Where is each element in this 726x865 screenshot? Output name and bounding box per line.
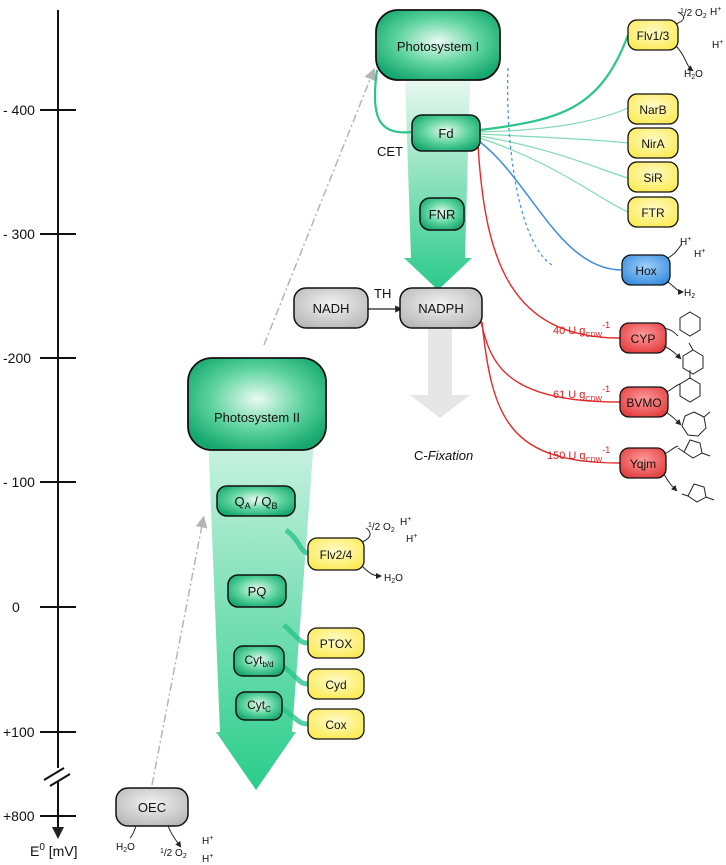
svg-text:PTOX: PTOX — [320, 637, 352, 651]
axis-tick-label: +100 — [3, 724, 35, 740]
cytc-box: CytC — [235, 691, 283, 721]
svg-text:BVMO: BVMO — [626, 396, 661, 410]
axis-title: E0 [mV] — [30, 842, 78, 859]
th-label: TH — [374, 286, 391, 301]
cytbd-box: Cytb/d — [233, 645, 285, 677]
nadph-box: NADPH — [399, 287, 483, 329]
fd-box: Fd — [411, 114, 481, 152]
svg-text:QA / QB: QA / QB — [234, 494, 277, 511]
flv13-h2: H+ — [712, 39, 723, 51]
svg-text:NADPH: NADPH — [418, 301, 464, 316]
svg-text:PQ: PQ — [248, 584, 267, 599]
svg-text:FTR: FTR — [641, 206, 665, 220]
ftr-box: FTR — [627, 196, 679, 228]
hox-box: Hox — [621, 254, 671, 286]
svg-text:Cytb/d: Cytb/d — [244, 653, 273, 669]
flv13-box: Flv1/3 — [627, 19, 679, 51]
flv24-h2: H+ — [406, 533, 417, 545]
svg-text:NADH: NADH — [313, 301, 350, 316]
fd-connections — [373, 34, 630, 464]
c-fixation-label: C-Fixation — [414, 448, 473, 463]
energy-axis: - 400 - 300 -200 - 100 0 +100 +800 E0 [m… — [3, 10, 78, 859]
svg-text:CytC: CytC — [247, 698, 271, 714]
svg-text:NarB: NarB — [639, 103, 666, 117]
svg-text:Cox: Cox — [325, 718, 346, 732]
pq-box: PQ — [227, 574, 287, 608]
cyclohexanol-icon — [682, 342, 704, 375]
caprolactone-icon — [681, 411, 711, 437]
hox-h2: H+ — [694, 248, 705, 260]
ps2-to-ps1-path — [263, 67, 376, 346]
cet-label: CET — [377, 144, 403, 159]
flv13-h2o: H2O — [684, 69, 703, 81]
photosystem-i-label: Photosystem I — [397, 39, 479, 54]
svg-text:OEC: OEC — [138, 800, 166, 815]
narb-box: NarB — [627, 93, 679, 125]
oec-to-ps2-path — [151, 515, 208, 786]
oec-h2o: H2O — [116, 842, 135, 854]
nadh-box: NADH — [293, 287, 369, 329]
photosystem-ii-label: Photosystem II — [214, 410, 300, 425]
svg-text:Flv2/4: Flv2/4 — [320, 548, 353, 562]
hox-h2-product: H2 — [684, 288, 695, 300]
cfixation-arrow — [410, 328, 470, 418]
axis-tick-label: - 400 — [3, 102, 35, 118]
axis-tick-label: - 300 — [3, 226, 35, 242]
axis-tick-label: +800 — [3, 808, 35, 824]
svg-text:CYP: CYP — [631, 332, 656, 346]
yqjm-box: Yqjm — [619, 447, 667, 479]
sir-box: SiR — [627, 161, 679, 193]
axis-tick-label: -200 — [3, 350, 31, 366]
ps2-side-connections — [280, 527, 309, 727]
flv24-box: Flv2/4 — [307, 537, 365, 571]
oec-h1: H+ — [202, 835, 213, 847]
svg-text:Cyd: Cyd — [325, 678, 346, 692]
svg-text:Hox: Hox — [635, 264, 656, 278]
svg-text:NirA: NirA — [641, 137, 664, 151]
svg-text:FNR: FNR — [429, 207, 456, 222]
qa-qb-box: QA / QB — [216, 485, 296, 517]
flv13-h1: H+ — [710, 6, 721, 18]
bvmo-rate: 61 U gCDW-1 — [553, 384, 610, 403]
cox-box: Cox — [307, 708, 365, 740]
svg-text:SiR: SiR — [643, 171, 663, 185]
svg-text:Fd: Fd — [438, 126, 453, 141]
hox-h1: H+ — [680, 236, 691, 248]
ps1-flow-arrow — [404, 80, 472, 290]
fnr-box: FNR — [419, 197, 465, 231]
cyd-box: Cyd — [307, 668, 365, 700]
photosystem-ii: Photosystem II — [187, 357, 327, 451]
ptox-box: PTOX — [307, 627, 365, 659]
svg-text:Flv1/3: Flv1/3 — [637, 29, 670, 43]
svg-text:Yqjm: Yqjm — [630, 457, 656, 471]
succinimide-icon — [681, 483, 715, 503]
nira-box: NirA — [627, 127, 679, 159]
photosystem-i: Photosystem I — [375, 9, 501, 81]
cyp-rate: 40 U gCDW-1 — [553, 320, 610, 339]
flv24-h1: H+ — [400, 516, 411, 528]
oec-h2: H+ — [202, 853, 213, 865]
flv24-o2: 1/2 O2 — [368, 522, 395, 534]
oec-box: OEC — [115, 787, 189, 827]
axis-tick-label: - 100 — [3, 474, 35, 490]
cyclohexanone-icon — [679, 370, 701, 403]
yqjm-rate: 150 U gCDW-1 — [547, 445, 610, 464]
bvmo-box: BVMO — [619, 386, 669, 418]
cyclohexane-icon — [679, 311, 701, 337]
flv24-h2o: H2O — [384, 573, 403, 585]
enone-icon — [677, 439, 711, 459]
flv13-o2: 1/2 O2 — [680, 8, 707, 20]
cyp-box: CYP — [619, 322, 667, 354]
axis-tick-label: 0 — [12, 599, 20, 615]
oec-o2: 1/2 O2 — [160, 848, 187, 860]
